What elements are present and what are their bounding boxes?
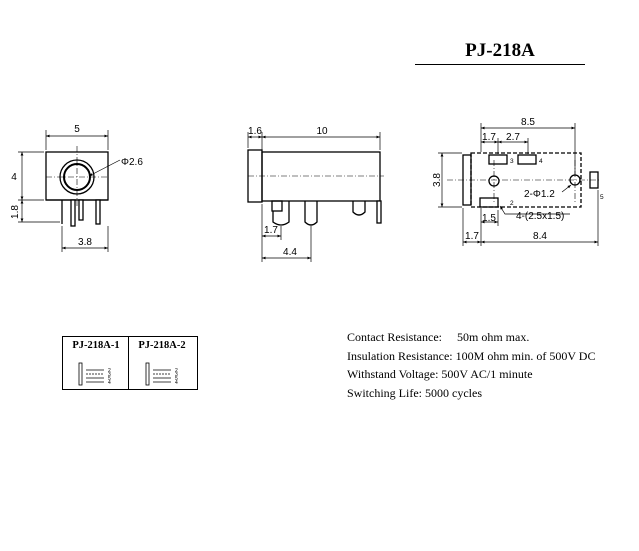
spec-value: 500V AC/1 minute bbox=[441, 367, 533, 381]
specifications: Contact Resistance: 50m ohm max. Insulat… bbox=[347, 328, 595, 402]
front-bottom-width-label: 3.8 bbox=[78, 237, 92, 248]
top-dimensions bbox=[438, 123, 599, 246]
top-bottom-offset-label: 1.7 bbox=[465, 231, 479, 242]
variant-2-pin-3: 3 bbox=[175, 372, 178, 378]
spec-label: Insulation Resistance: bbox=[347, 348, 453, 363]
variant-1-pin-2: 2 bbox=[108, 368, 111, 374]
top-view bbox=[447, 152, 600, 208]
variant-2-pin-5: 5 bbox=[175, 376, 178, 382]
spec-label: Switching Life: bbox=[347, 385, 422, 400]
variant-1-name: PJ-218A-1 bbox=[72, 340, 120, 351]
front-pin-3 bbox=[95, 199, 101, 225]
front-view bbox=[45, 146, 109, 227]
top-offset-a-label: 1.7 bbox=[482, 132, 496, 143]
side-dimensions bbox=[247, 132, 381, 262]
variant-1-pin-4: 4 bbox=[108, 380, 111, 386]
variant-2-jack-symbol bbox=[145, 362, 150, 386]
side-front-length-label: 1.6 bbox=[248, 126, 262, 137]
side-pin-1 bbox=[272, 201, 290, 226]
top-slot-4 bbox=[517, 154, 537, 165]
variant-2-pin-4: 4 bbox=[175, 380, 178, 386]
front-height-label: 4 bbox=[11, 172, 17, 183]
spec-switching-life: Switching Life: 5000 cycles bbox=[347, 384, 595, 403]
spec-value: 100M ohm min. of 500V DC bbox=[455, 348, 596, 363]
front-pin-1 bbox=[70, 199, 76, 227]
variant-1-pin-5: 5 bbox=[108, 376, 111, 382]
spec-contact-resistance: Contact Resistance: 50m ohm max. bbox=[347, 328, 595, 347]
front-pin-height-label: 1.8 bbox=[10, 205, 21, 219]
variants-table: PJ-218A-1 PJ-218A-2 bbox=[62, 336, 198, 390]
spec-value: 5000 cycles bbox=[425, 385, 482, 400]
top-pin-label-4: 4 bbox=[539, 158, 543, 165]
top-height-label: 3.8 bbox=[432, 173, 443, 187]
top-pin-label-5: 5 bbox=[600, 194, 604, 201]
side-pin-spacing-label: 4.4 bbox=[283, 247, 297, 258]
spec-withstand-voltage: Withstand Voltage: 500V AC/1 minute bbox=[347, 365, 595, 384]
side-body bbox=[261, 151, 381, 202]
side-bracket bbox=[271, 200, 283, 212]
side-pin-offset-label: 1.7 bbox=[264, 225, 278, 236]
top-slots-label: 4-(2.5x1.5) bbox=[516, 211, 564, 222]
spec-value: 50m ohm max. bbox=[456, 330, 530, 344]
top-pin-label-3: 3 bbox=[510, 158, 514, 165]
spec-insulation-resistance: Insulation Resistance: 100M ohm min. of … bbox=[347, 347, 595, 366]
side-pin-4 bbox=[376, 200, 382, 224]
top-holes-label: 2-Φ1.2 bbox=[524, 189, 555, 200]
top-bottom-length-label: 8.4 bbox=[533, 231, 547, 242]
spec-label: Withstand Voltage: bbox=[347, 367, 439, 381]
drawing-title: PJ-218A bbox=[415, 40, 585, 65]
front-width-label: 5 bbox=[74, 124, 80, 135]
top-offset-b-label: 2.7 bbox=[506, 132, 520, 143]
variant-2-name: PJ-218A-2 bbox=[138, 340, 186, 351]
top-slot-3 bbox=[488, 154, 508, 165]
side-view bbox=[247, 149, 384, 226]
top-total-length-label: 8.5 bbox=[521, 117, 535, 128]
variants-divider bbox=[128, 337, 129, 389]
top-pin-label-2: 2 bbox=[510, 200, 514, 207]
front-pin-2 bbox=[78, 199, 84, 221]
front-hole-diameter-label: Φ2.6 bbox=[121, 157, 143, 168]
top-slot-2 bbox=[479, 197, 499, 208]
spec-label: Contact Resistance: bbox=[347, 330, 442, 344]
top-slot-width-label: 1.5 bbox=[482, 213, 496, 224]
variant-1-pin-3: 3 bbox=[108, 372, 111, 378]
side-body-length-label: 10 bbox=[316, 126, 328, 137]
variant-2-pin-2: 2 bbox=[175, 368, 178, 374]
side-pin-3 bbox=[352, 201, 366, 216]
front-dimensions bbox=[18, 130, 121, 252]
variant-1-jack-symbol bbox=[78, 362, 83, 386]
side-pin-2 bbox=[304, 201, 318, 226]
variant-schematics bbox=[78, 362, 171, 386]
